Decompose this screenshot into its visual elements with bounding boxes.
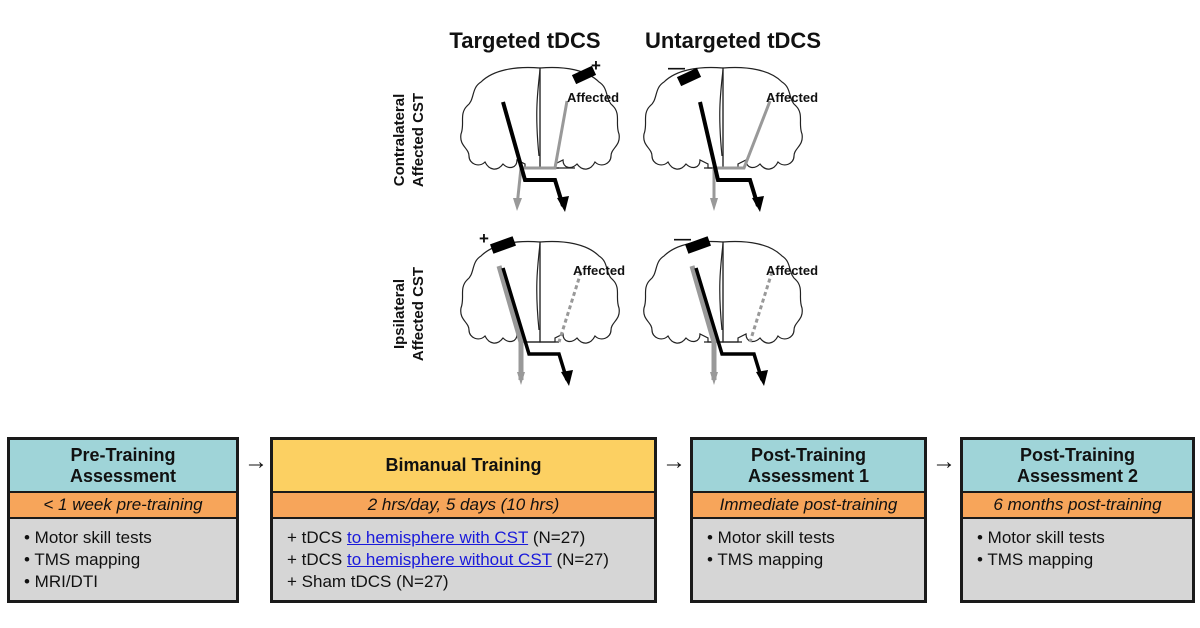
list-item: • MRI/DTI: [24, 572, 98, 591]
item-prefix: + tDCS: [287, 528, 347, 547]
affected-label: Affected: [567, 90, 619, 105]
row-label-line1: Contralateral: [391, 93, 408, 187]
flow-arrow-icon: →: [932, 448, 956, 475]
box-item-list: • Motor skill tests • TMS mapping: [693, 519, 924, 571]
item-suffix: (N=27): [551, 550, 609, 569]
box-title-line1: Bimanual Training: [385, 455, 542, 475]
box-item-list: + tDCS to hemisphere with CST (N=27) + t…: [273, 519, 654, 593]
electrode-icon: [571, 65, 597, 85]
box-item-list: • Motor skill tests • TMS mapping: [963, 519, 1192, 571]
row-label-contralateral: Contralateral Affected CST: [390, 60, 430, 220]
list-item: • TMS mapping: [977, 550, 1094, 569]
box-title-line2: Assessment: [69, 465, 177, 486]
row-label-ipsilateral: Ipsilateral Affected CST: [390, 234, 430, 394]
box-title-line1: Post-Training: [750, 444, 866, 465]
grey-tract-line: [515, 100, 569, 207]
electrode-icon: [490, 236, 516, 254]
bimanual-training-box: Bimanual Training 2 hrs/day, 5 days (10 …: [270, 437, 657, 603]
black-tract-line: [501, 101, 565, 207]
box-subtitle: 2 hrs/day, 5 days (10 hrs): [273, 493, 654, 519]
box-title-line2: Assessment 2: [1016, 465, 1139, 486]
brain-outline: [643, 66, 803, 170]
list-item: • Motor skill tests: [977, 528, 1105, 547]
dashed-tract-line: [748, 271, 774, 343]
list-item: + Sham tDCS (N=27): [287, 571, 654, 593]
flow-arrow-icon: →: [244, 448, 268, 475]
brain-outline: [460, 66, 620, 170]
black-tract-line: [694, 267, 764, 381]
box-subtitle: < 1 week pre-training: [10, 493, 236, 519]
item-prefix: + Sham tDCS (N=27): [287, 572, 449, 591]
grey-tract-line: [689, 265, 717, 380]
flow-arrow-icon: →: [662, 448, 686, 475]
box-subtitle: 6 months post-training: [963, 493, 1192, 519]
column-title-untargeted: Untargeted tDCS: [644, 28, 821, 53]
list-item: + tDCS to hemisphere without CST (N=27): [287, 549, 654, 571]
box-title-line1: Pre-Training: [70, 444, 176, 465]
electrode-icon: [676, 67, 702, 87]
black-tract-line: [501, 267, 569, 381]
list-item: • Motor skill tests: [707, 528, 835, 547]
brain-outline: [643, 240, 803, 344]
row-label-line2: Affected CST: [410, 92, 427, 188]
polarity-label: +: [479, 230, 489, 248]
list-item: • Motor skill tests: [24, 528, 152, 547]
item-prefix: + tDCS: [287, 550, 347, 569]
black-tract-line: [698, 101, 760, 207]
polarity-label: +: [591, 56, 601, 75]
box-header: Bimanual Training: [273, 440, 654, 493]
list-item: • TMS mapping: [707, 550, 824, 569]
brain-outline: [460, 240, 620, 344]
brain-panel-untargeted-contralateral: — Affected: [643, 58, 818, 212]
grey-tract-line: [496, 265, 524, 380]
list-item: + tDCS to hemisphere with CST (N=27): [287, 527, 654, 549]
item-link[interactable]: to hemisphere without CST: [347, 550, 552, 569]
column-title-targeted: Targeted tDCS: [449, 28, 601, 53]
box-title-line1: Post-Training: [1019, 444, 1135, 465]
item-link[interactable]: to hemisphere with CST: [347, 528, 529, 547]
dashed-tract-line: [557, 271, 583, 343]
affected-label: Affected: [573, 263, 625, 278]
polarity-label: —: [674, 230, 691, 248]
box-title-line2: Assessment 1: [747, 465, 870, 486]
brain-panel-targeted-ipsilateral: + Affected: [460, 230, 625, 386]
electrode-icon: [685, 236, 711, 254]
affected-label: Affected: [766, 90, 818, 105]
grey-tract-line: [712, 100, 772, 206]
box-subtitle: Immediate post-training: [693, 493, 924, 519]
brain-panel-untargeted-ipsilateral: — Affected: [643, 230, 818, 386]
brain-panel-targeted-contralateral: + Affected: [460, 56, 620, 212]
list-item: • TMS mapping: [24, 550, 141, 569]
item-suffix: (N=27): [528, 528, 586, 547]
affected-label: Affected: [766, 263, 818, 278]
polarity-label: —: [668, 58, 685, 77]
row-label-line1: Ipsilateral: [391, 278, 408, 350]
row-label-line2: Affected CST: [410, 266, 427, 362]
box-item-list: • Motor skill tests • TMS mapping • MRI/…: [10, 519, 236, 593]
